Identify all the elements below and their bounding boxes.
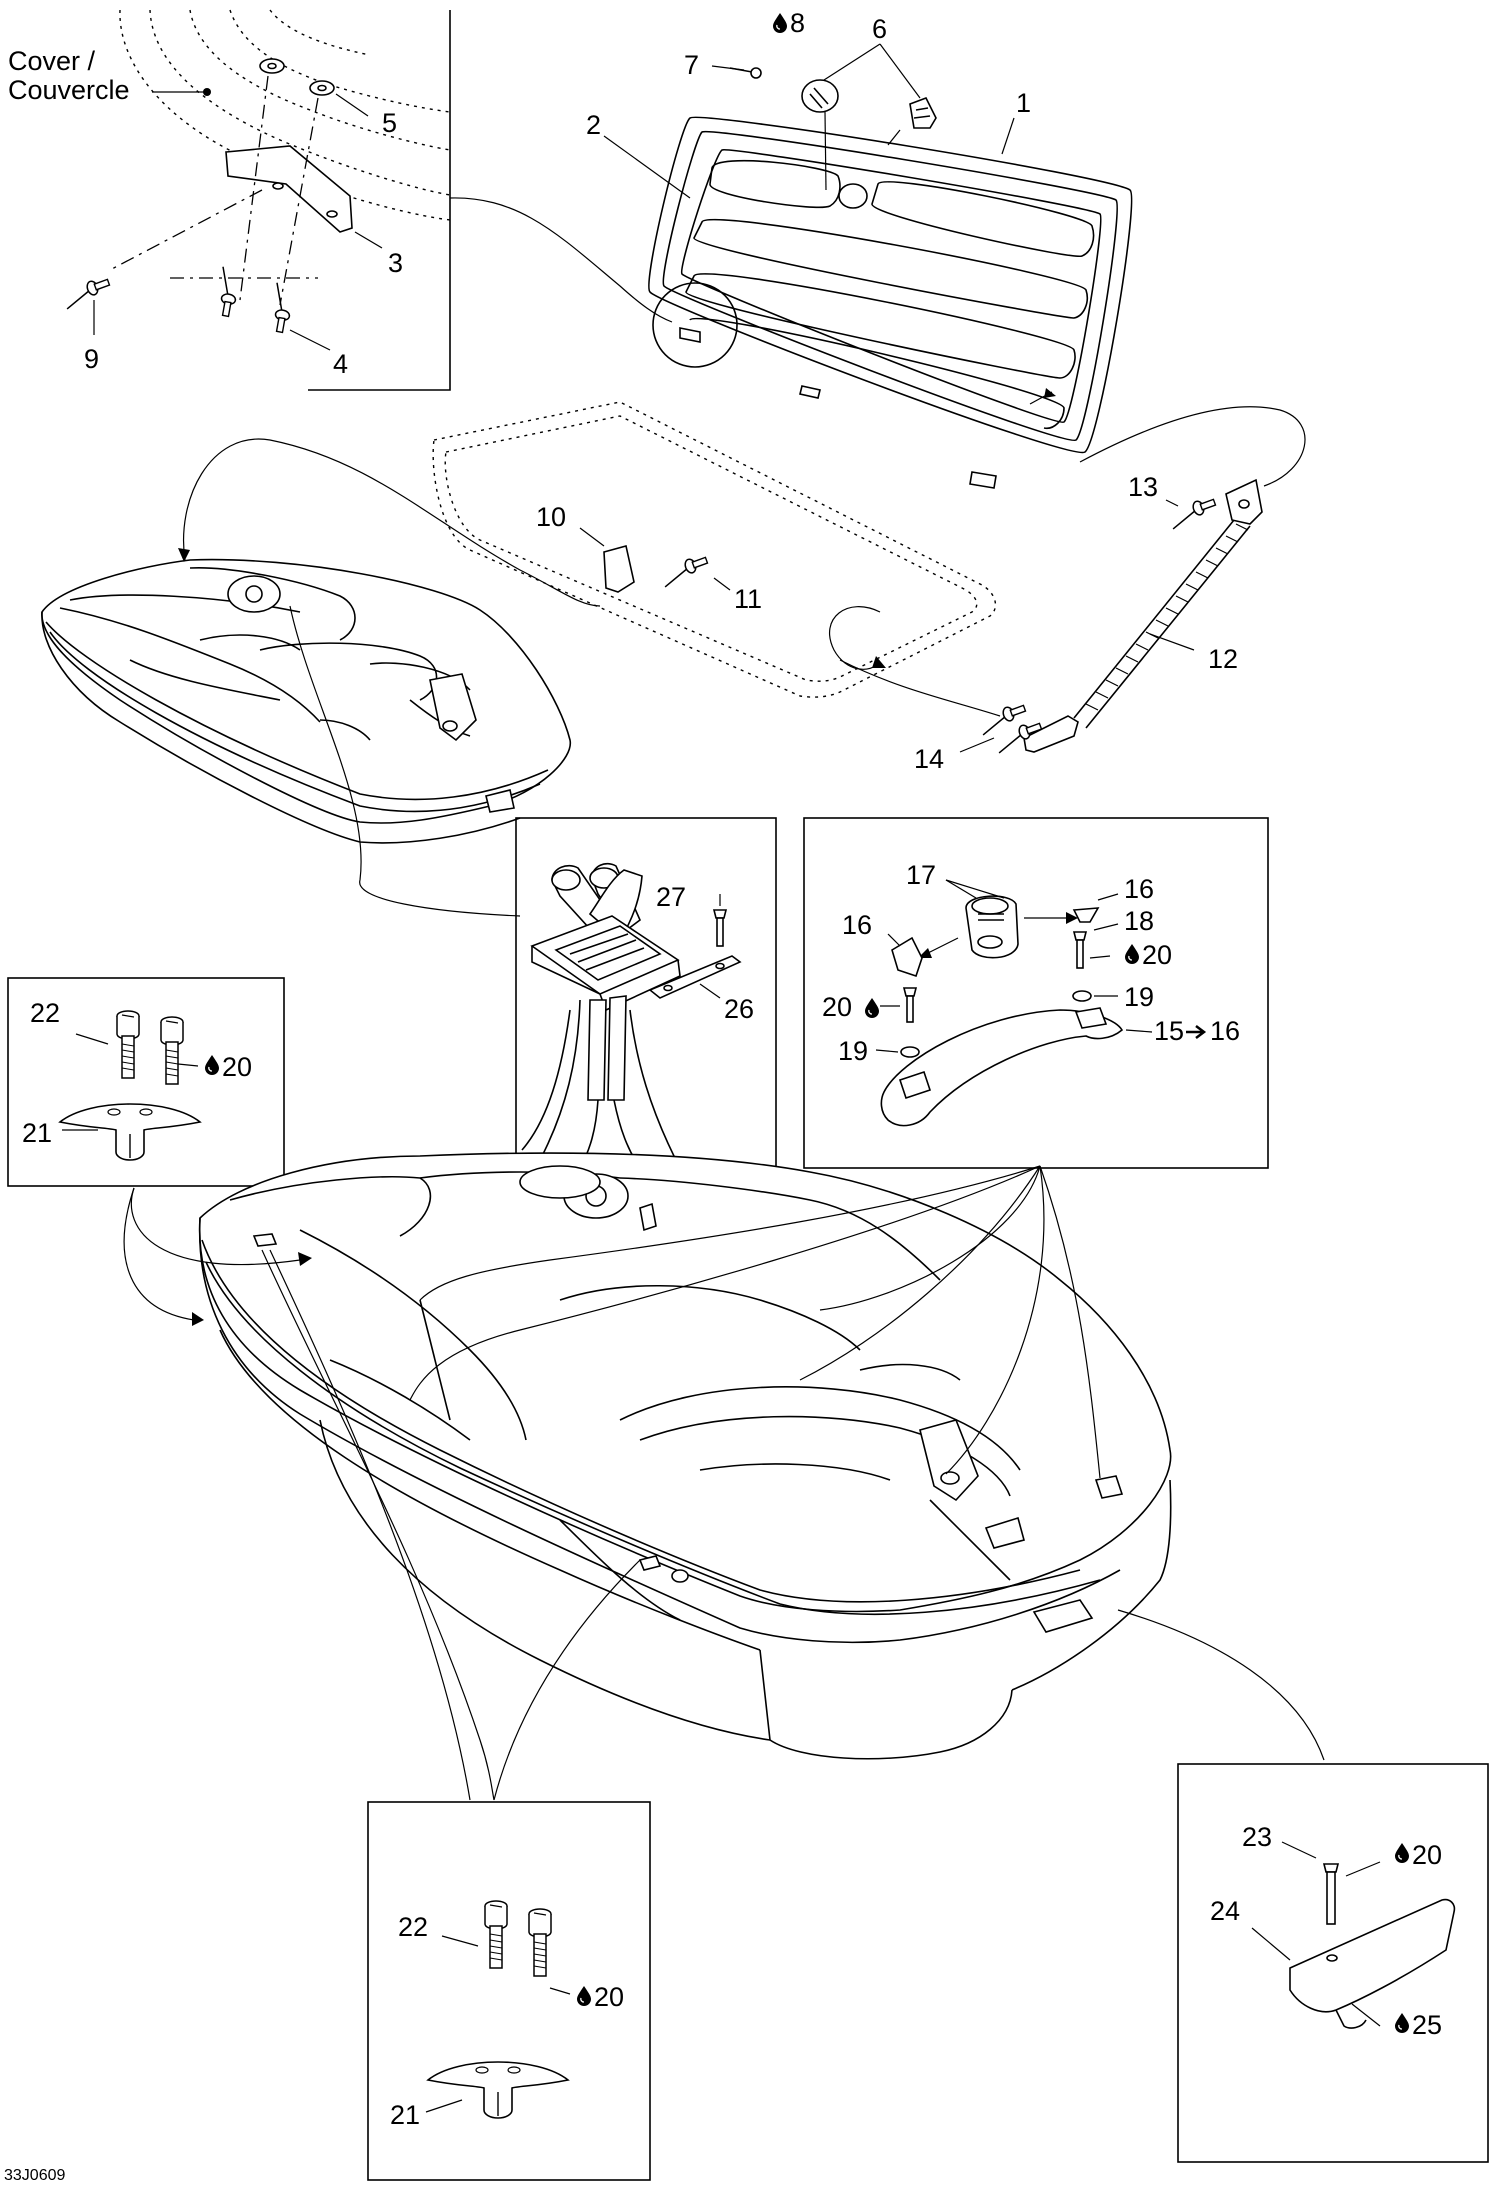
cleat-inset-bottom: 22 20 21: [367, 1801, 651, 2181]
callout-16-a: 16: [842, 910, 872, 940]
callout-15: 15: [1154, 1016, 1184, 1046]
drawing-number: 33J0609: [4, 2167, 65, 2184]
storage-opening: 10 11: [432, 401, 997, 698]
callout-4: 4: [333, 349, 348, 379]
callout-21-b: 21: [390, 2100, 420, 2130]
cover-inset: Cover / Couvercle 5 3 4 9: [8, 9, 451, 391]
gas-spring: 12 13 14: [839, 406, 1306, 774]
callout-20-c: 20: [222, 1052, 252, 1082]
callout-20-b: 20: [822, 992, 852, 1022]
callout-3: 3: [388, 248, 403, 278]
cover-panel: 6 7 8 1 2: [586, 8, 1133, 489]
cleat-inset-left: 22 20 21: [7, 977, 285, 1187]
callout-22-b: 22: [398, 1912, 428, 1942]
callout-25: 25: [1412, 2010, 1442, 2040]
callout-9: 9: [84, 344, 99, 374]
callout-6: 6: [872, 14, 887, 44]
callout-23: 23: [1242, 1822, 1272, 1852]
callout-13: 13: [1128, 472, 1158, 502]
callout-27: 27: [656, 882, 686, 912]
callout-24: 24: [1210, 1896, 1240, 1926]
callout-11: 11: [734, 584, 762, 614]
callout-20-e: 20: [1412, 1840, 1442, 1870]
throttle-inset: 27 26: [515, 817, 777, 1169]
callout-20-d: 20: [594, 1982, 624, 2012]
callout-2: 2: [586, 110, 601, 140]
callout-14: 14: [914, 744, 944, 774]
ski-tow-inset: 23 20 24 25: [1177, 1763, 1489, 2163]
callout-15-ref: 16: [1210, 1016, 1240, 1046]
callout-5: 5: [382, 108, 397, 138]
callout-1: 1: [1016, 88, 1031, 118]
callout-26: 26: [724, 994, 754, 1024]
boat-large: [123, 1152, 1325, 1801]
callout-10: 10: [536, 502, 566, 532]
callout-18: 18: [1124, 906, 1154, 936]
callout-8: 8: [790, 8, 805, 38]
callout-7: 7: [684, 50, 699, 80]
callout-21-a: 21: [22, 1118, 52, 1148]
callout-12: 12: [1208, 644, 1238, 674]
grab-handle-inset: 17 16 16 18 20 19 20 19: [803, 817, 1269, 1169]
callout-19-a: 19: [1124, 982, 1154, 1012]
callout-19-b: 19: [838, 1036, 868, 1066]
callout-22-a: 22: [30, 998, 60, 1028]
callout-16-b: 16: [1124, 874, 1154, 904]
cover-label-fr: Couvercle: [8, 75, 130, 105]
boat-small: [41, 438, 601, 917]
callout-20-a: 20: [1142, 940, 1172, 970]
cover-label-en: Cover /: [8, 46, 96, 76]
callout-17: 17: [906, 860, 936, 890]
